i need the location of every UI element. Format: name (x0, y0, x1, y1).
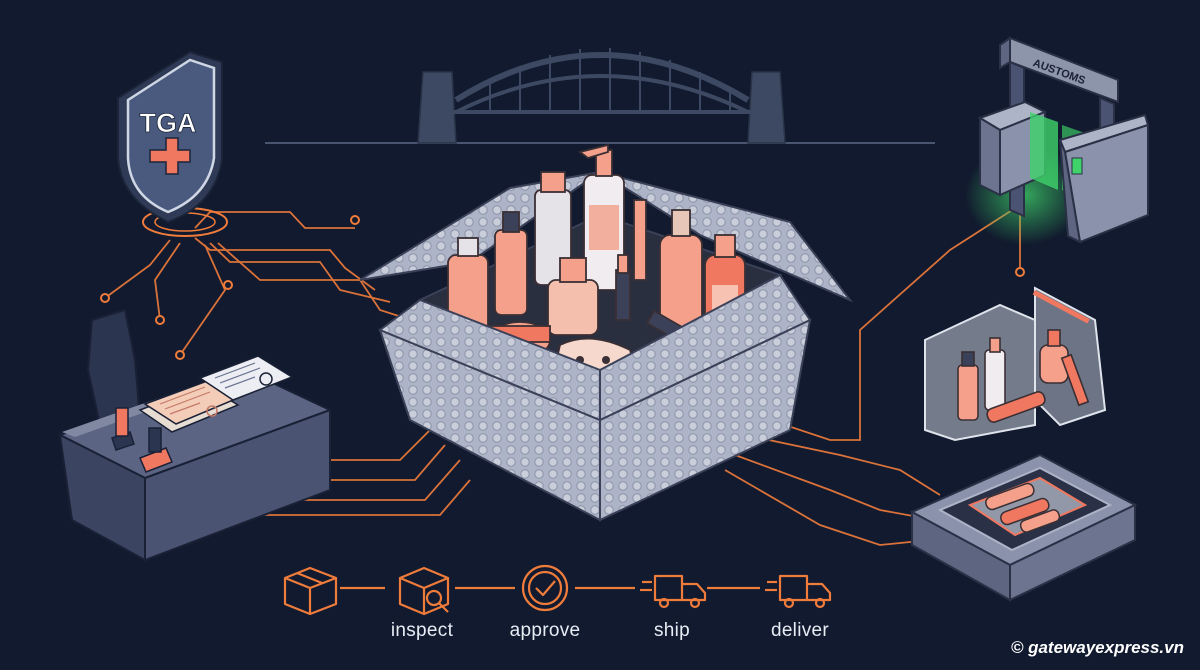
truck-icon (640, 574, 707, 609)
approve-check-icon (521, 564, 569, 612)
office-desk (57, 308, 333, 562)
sealed-product-bag (924, 286, 1107, 442)
cosmetics-box (359, 143, 854, 522)
document-stack (138, 355, 294, 433)
foam-packing-tray (909, 453, 1138, 602)
tga-shield: TGA (117, 50, 228, 237)
copyright-credit: © gatewayexpress.vn (1010, 638, 1184, 657)
step-label-approve: approve (509, 620, 581, 641)
step-label-inspect: inspect (390, 620, 454, 641)
tga-badge-text: TGA (140, 108, 197, 138)
harbour-bridge (265, 48, 935, 144)
inspect-package-icon (398, 566, 450, 616)
rubber-stamp-icon (111, 407, 173, 473)
medical-cross-icon (149, 137, 191, 175)
circuit-nodes (100, 215, 1025, 360)
package-icon (283, 566, 338, 616)
truck-icon (765, 574, 832, 609)
process-steps (283, 564, 832, 616)
step-label-deliver: deliver (770, 620, 830, 641)
customs-gate: AUSTOMS (965, 36, 1150, 245)
step-label-ship: ship (653, 620, 691, 641)
